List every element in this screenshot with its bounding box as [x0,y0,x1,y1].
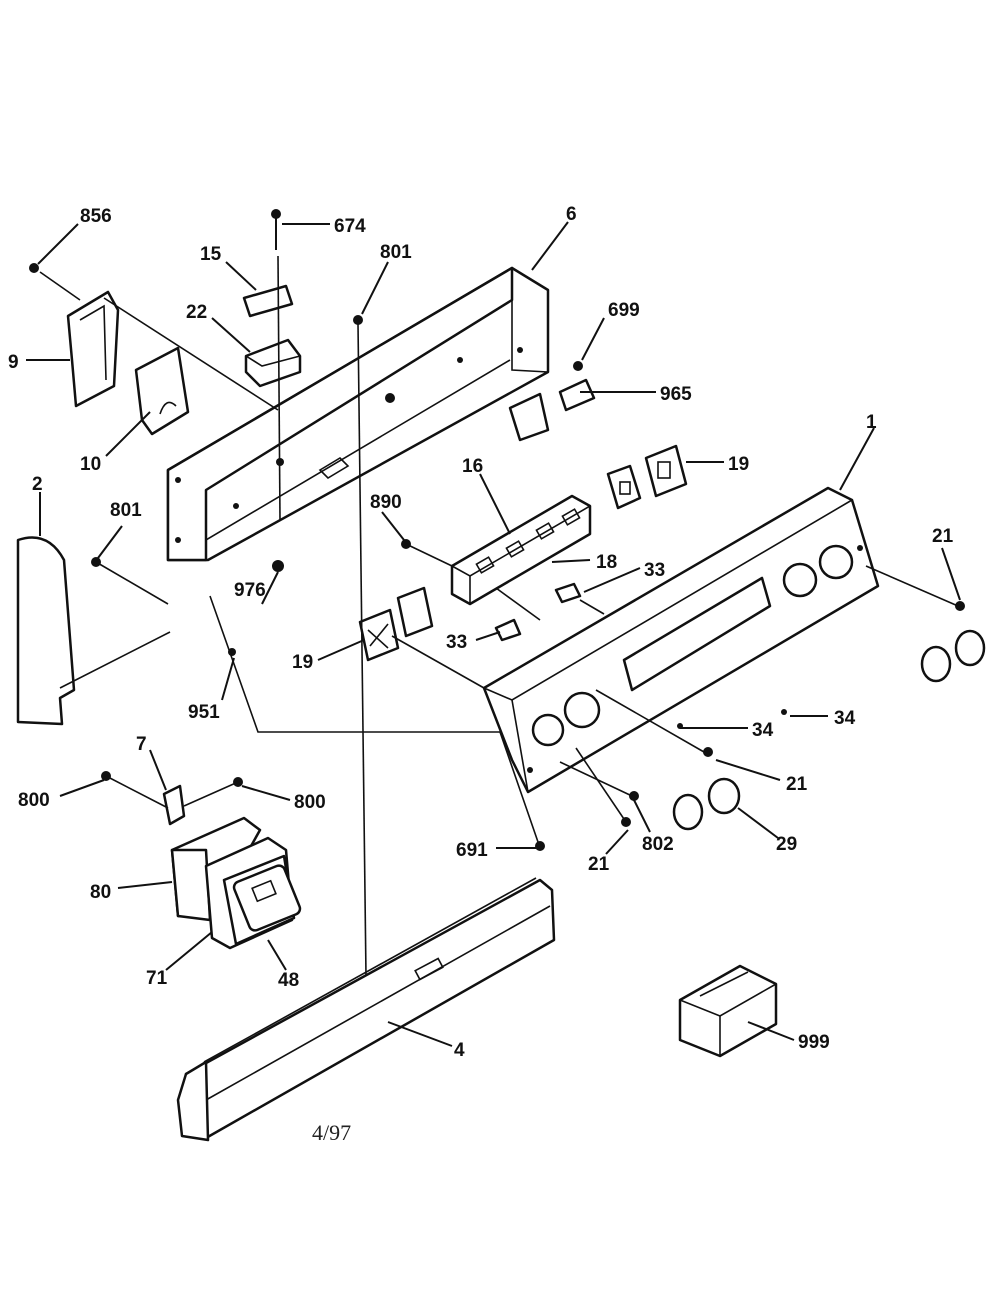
callout-6: 6 [566,204,577,225]
leader-lines [26,221,961,1047]
callout-71: 71 [146,968,168,989]
part-33-clips [494,582,582,642]
callout-22: 22 [186,302,207,323]
callout-19-lower: 19 [292,652,313,673]
callout-15: 15 [200,244,222,265]
part-19-switch-upper [606,444,688,510]
part-1-control-panel [482,486,880,794]
callout-21-bottom: 21 [588,854,610,875]
part-15-clip [242,284,294,318]
callout-33-lower: 33 [446,632,467,653]
part-19-switch-lower [358,586,434,662]
part-2-side-cover [16,536,76,726]
callout-labels: 856 674 15 801 6 22 699 9 965 10 1 16 19… [8,204,954,1145]
callout-10: 10 [80,454,101,475]
part-80-switch-assembly [170,816,302,950]
callout-21-right: 21 [932,526,954,547]
callout-674: 674 [334,216,366,237]
callout-856: 856 [80,206,112,227]
callout-800-right: 800 [294,792,326,813]
callout-890: 890 [370,492,402,513]
callout-16: 16 [462,456,483,477]
part-16-electronic-control [450,494,592,606]
part-29-knobs [672,629,986,831]
callout-9: 9 [8,352,19,373]
date-code: 4/97 [312,1120,351,1145]
callout-34-left: 34 [752,720,774,741]
callout-34-right: 34 [834,708,856,729]
callout-951: 951 [188,702,220,723]
callout-7: 7 [136,734,147,755]
part-4-trim-rail [176,877,556,1142]
part-7-bracket [162,784,186,826]
callout-2: 2 [32,474,43,495]
part-9-side-bracket [66,290,120,408]
part-22-block [244,338,302,388]
callout-21-mid: 21 [786,774,808,795]
callout-691: 691 [456,840,488,861]
callout-801-upper: 801 [380,242,412,263]
callout-801-lower: 801 [110,500,142,521]
callout-800-left: 800 [18,790,50,811]
part-999-box [678,964,778,1058]
callout-1: 1 [866,412,877,433]
part-10-clip [134,346,190,436]
callout-999: 999 [798,1032,830,1053]
assembly-lines [39,255,959,977]
callout-80: 80 [90,882,111,903]
callout-19-upper: 19 [728,454,749,475]
callout-965: 965 [660,384,692,405]
callout-699: 699 [608,300,640,321]
callout-976: 976 [234,580,266,601]
part-6-rear-frame [166,266,550,562]
callout-18: 18 [596,552,617,573]
part-965-bracket [508,378,596,442]
callout-33-upper: 33 [644,560,665,581]
callout-4: 4 [454,1040,465,1061]
callout-802: 802 [642,834,674,855]
callout-29: 29 [776,834,797,855]
fasteners [29,209,965,851]
callout-48: 48 [278,970,299,991]
